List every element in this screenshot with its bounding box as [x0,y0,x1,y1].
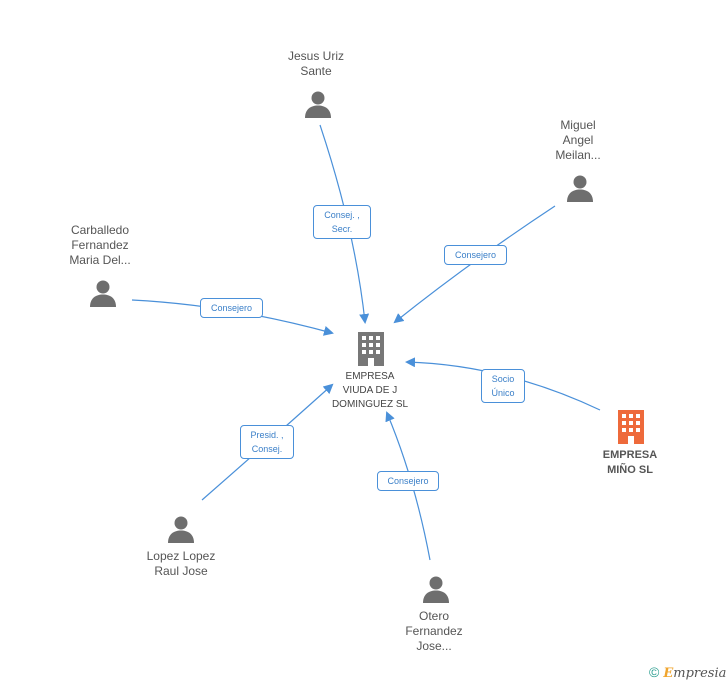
edge-label-line: Consej. , [324,210,360,220]
edge-label-carballedo[interactable]: Consejero [200,298,263,318]
center-name-line: EMPRESA [345,371,395,382]
person-name-line: Jesus Uriz [287,49,344,63]
center-name-line: VIUDA DE J [342,385,398,396]
person-name-line: Lopez Lopez [146,549,216,563]
person-name-line: Miguel [560,118,596,132]
person-name-line: Otero [418,609,449,623]
person-icon [305,91,331,118]
person-name-line: Jose... [416,639,452,653]
center-name-line: DOMINGUEZ SL [331,399,409,410]
focus-name-line: EMPRESA [602,449,658,461]
edge-label-miguel[interactable]: Consejero [444,245,507,265]
person-name-line: Maria Del... [69,253,131,267]
person-otero-name[interactable]: Otero Fernandez Jose... [384,609,484,654]
brand-initial: E [663,666,674,681]
person-name-line: Sante [300,64,332,78]
edge-label-line: Consejero [454,250,497,260]
edge-label-jesus[interactable]: Consej. , Secr. [313,205,371,239]
edge-label-line: Socio [491,374,515,384]
edge-label-otero[interactable]: Consejero [377,471,439,491]
copyright-symbol: © [649,664,660,680]
edge-label-line: Presid. , [250,430,284,440]
person-name-line: Angel [562,133,594,147]
person-icon [567,175,593,202]
person-name-line: Carballedo [70,223,130,237]
edge-label-lopez[interactable]: Presid. , Consej. [240,425,294,459]
person-jesus-name[interactable]: Jesus Uriz Sante [256,49,376,79]
person-name-line: Fernandez [405,624,463,638]
edge-label-line: Único [491,388,515,398]
person-carballedo-name[interactable]: Carballedo Fernandez Maria Del... [50,223,150,268]
person-name-line: Raul Jose [154,564,208,578]
person-icon [168,516,194,543]
building-icon [618,410,644,444]
brand-name: mpresia [673,666,727,681]
edge-label-line: Consejero [210,303,253,313]
person-miguel-name[interactable]: Miguel Angel Meilan... [528,118,628,163]
person-icon [90,280,116,307]
person-icon [423,576,449,603]
empresia-brand: ©Empresia [649,664,726,681]
center-company-name[interactable]: EMPRESA VIUDA DE J DOMINGUEZ SL [310,370,430,412]
person-lopez-name[interactable]: Lopez Lopez Raul Jose [121,549,241,579]
edge-label-line: Consejero [387,476,429,486]
edge-label-focus[interactable]: Socio Único [481,369,525,403]
focus-name-line: MIÑO SL [607,464,653,476]
person-name-line: Fernandez [71,238,129,252]
edge-label-line: Secr. [331,224,353,234]
person-name-line: Meilan... [555,148,601,162]
building-icon [358,332,384,366]
focus-company-name[interactable]: EMPRESA MIÑO SL [585,448,675,478]
edge-label-line: Consej. [251,444,283,454]
